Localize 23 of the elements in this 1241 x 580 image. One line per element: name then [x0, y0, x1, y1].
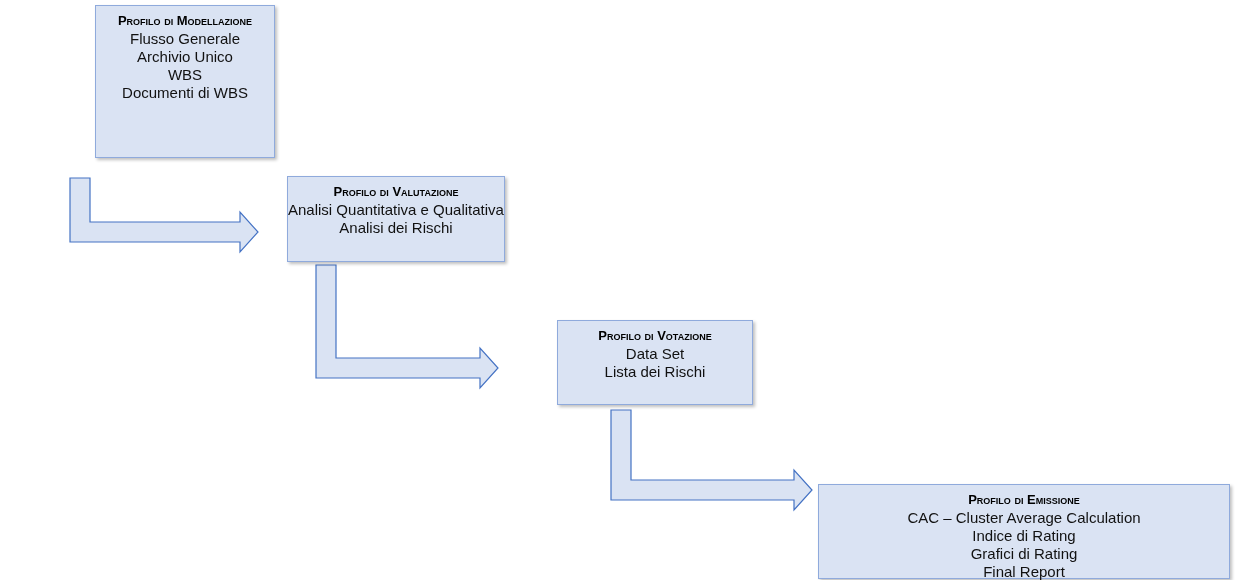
- box-heading: Profilo di Votazione: [598, 327, 712, 345]
- process-box: [818, 484, 1230, 579]
- box-text: Archivio Unico: [137, 48, 233, 66]
- process-box: [95, 5, 275, 158]
- box-text: Documenti di WBS: [122, 84, 248, 102]
- process-box: [557, 320, 753, 405]
- box-text: Indice di Rating: [972, 527, 1076, 545]
- box-text: WBS: [167, 66, 203, 84]
- box-text: Analisi Quantitativa e Qualitativa: [288, 201, 504, 219]
- bent-block-arrow: [610, 409, 813, 512]
- box-heading: Profilo di Valutazione: [333, 183, 459, 201]
- box-heading: Profilo di Modellazione: [117, 12, 253, 30]
- box-text: Data Set: [625, 345, 685, 363]
- bent-block-arrow: [315, 264, 499, 390]
- box-text: Final Report: [983, 563, 1065, 580]
- box-text: Analisi dei Rischi: [339, 219, 453, 237]
- box-text: Flusso Generale: [129, 30, 241, 48]
- box-text: Grafici di Rating: [970, 545, 1078, 563]
- process-box: [287, 176, 505, 262]
- box-text: Lista dei Rischi: [604, 363, 706, 381]
- box-heading: Profilo di Emissione: [968, 491, 1080, 509]
- box-text: CAC – Cluster Average Calculation: [907, 509, 1141, 527]
- bent-block-arrow: [69, 177, 259, 254]
